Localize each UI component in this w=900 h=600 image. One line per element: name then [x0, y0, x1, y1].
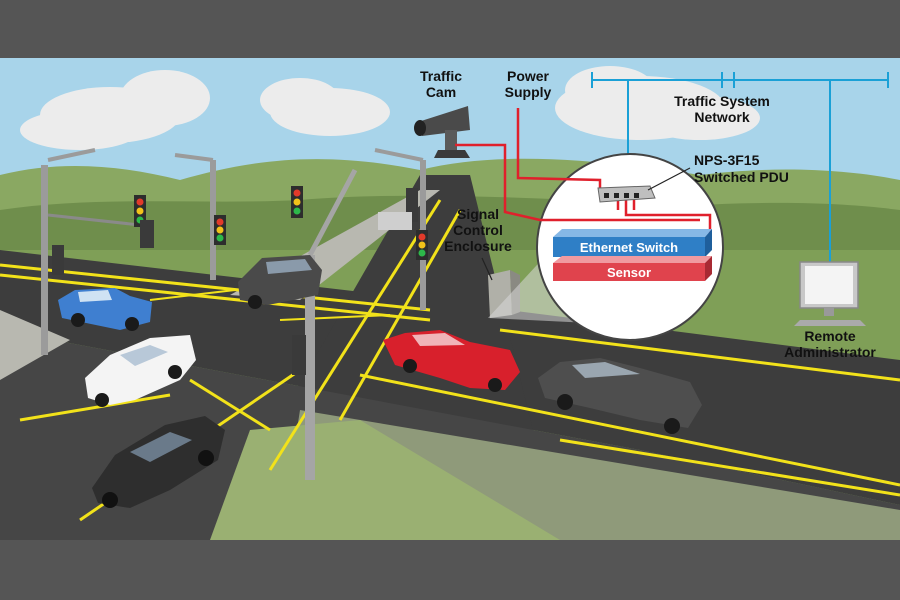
traffic-light-2: [291, 186, 303, 218]
monitor-stand: [824, 308, 834, 316]
car-red-sedan: [383, 330, 520, 392]
car-distant: [378, 212, 412, 230]
power-supply-label-1: Power: [507, 68, 550, 84]
signal-box-far-left: [52, 245, 64, 275]
pole-arm-center: [374, 148, 424, 162]
pole-arm-left: [47, 148, 96, 162]
camera-lens: [414, 120, 426, 136]
signal-control-enclosure-label-1: Signal: [457, 206, 499, 222]
pole-center-left: [210, 160, 216, 280]
traffic-system-network-label-2: Network: [694, 109, 749, 125]
car-gray-sedan: [538, 358, 702, 434]
signal-control-enclosure-label-3: Enclosure: [444, 238, 512, 254]
camera-mount: [445, 130, 457, 152]
ethernet-switch-label: Ethernet Switch: [580, 240, 678, 255]
remote-administrator-label-1: Remote: [804, 328, 856, 344]
cloud-right-puff: [565, 66, 655, 114]
traffic-lights: [52, 186, 428, 375]
car-white-sedan: [85, 335, 196, 407]
grass-island: [210, 420, 560, 540]
traffic-cam-label-1: Traffic: [420, 68, 462, 84]
crosswalk: [149, 289, 391, 321]
lane-markings: [0, 199, 900, 522]
sensor-top: [553, 256, 712, 263]
vehicles: [58, 212, 702, 508]
cloud-right-base: [640, 96, 760, 140]
cloud-center-puff: [260, 78, 340, 122]
pole-foreground: [305, 255, 315, 480]
pdu-leader-line: [647, 167, 691, 191]
clouds: [20, 66, 760, 150]
camera-base: [434, 150, 470, 158]
car-dark-suv: [238, 255, 322, 309]
traffic-light-3: [214, 215, 226, 245]
traffic-cam-label-2: Cam: [426, 84, 456, 100]
monitor-screen: [805, 266, 853, 304]
traffic-light-1: [134, 195, 146, 227]
sensor: [553, 263, 705, 281]
enclosure-leader-line: [481, 257, 493, 281]
pole-left: [41, 165, 48, 355]
car-black-sedan: [92, 416, 225, 508]
ethernet-switch-top: [553, 229, 712, 237]
traffic-system-network-label-1: Traffic System: [674, 93, 770, 109]
signal-control-enclosure-label-2: Control: [453, 222, 503, 238]
cloud-left-base: [20, 110, 140, 150]
power-supply-label-2: Supply: [505, 84, 552, 100]
traffic-camera: [414, 106, 470, 158]
cable-camera: [455, 143, 700, 222]
pole-arm-foreground: [307, 168, 358, 257]
equipment-stack: [553, 229, 712, 281]
camera-body: [418, 106, 470, 136]
remote-administrator-label-2: Administrator: [784, 344, 876, 360]
pole-arm-center-left: [174, 153, 214, 162]
pdu-label-1: NPS-3F15: [694, 152, 760, 168]
signal-box-foreground: [292, 335, 306, 375]
keyboard: [794, 320, 866, 326]
cloud-left-puff: [120, 70, 210, 126]
signal-arm-left: [47, 213, 141, 227]
car-blue-pickup: [58, 288, 152, 331]
signal-box-left: [140, 220, 154, 248]
sensor-label: Sensor: [607, 265, 651, 280]
pdu-label-2: Switched PDU: [694, 169, 789, 185]
pdu-device: [597, 185, 656, 203]
remote-administrator-workstation: [794, 261, 866, 326]
sidewalk-left: [0, 310, 70, 380]
traffic-light-4: [416, 230, 428, 260]
ethernet-switch: [553, 237, 705, 257]
